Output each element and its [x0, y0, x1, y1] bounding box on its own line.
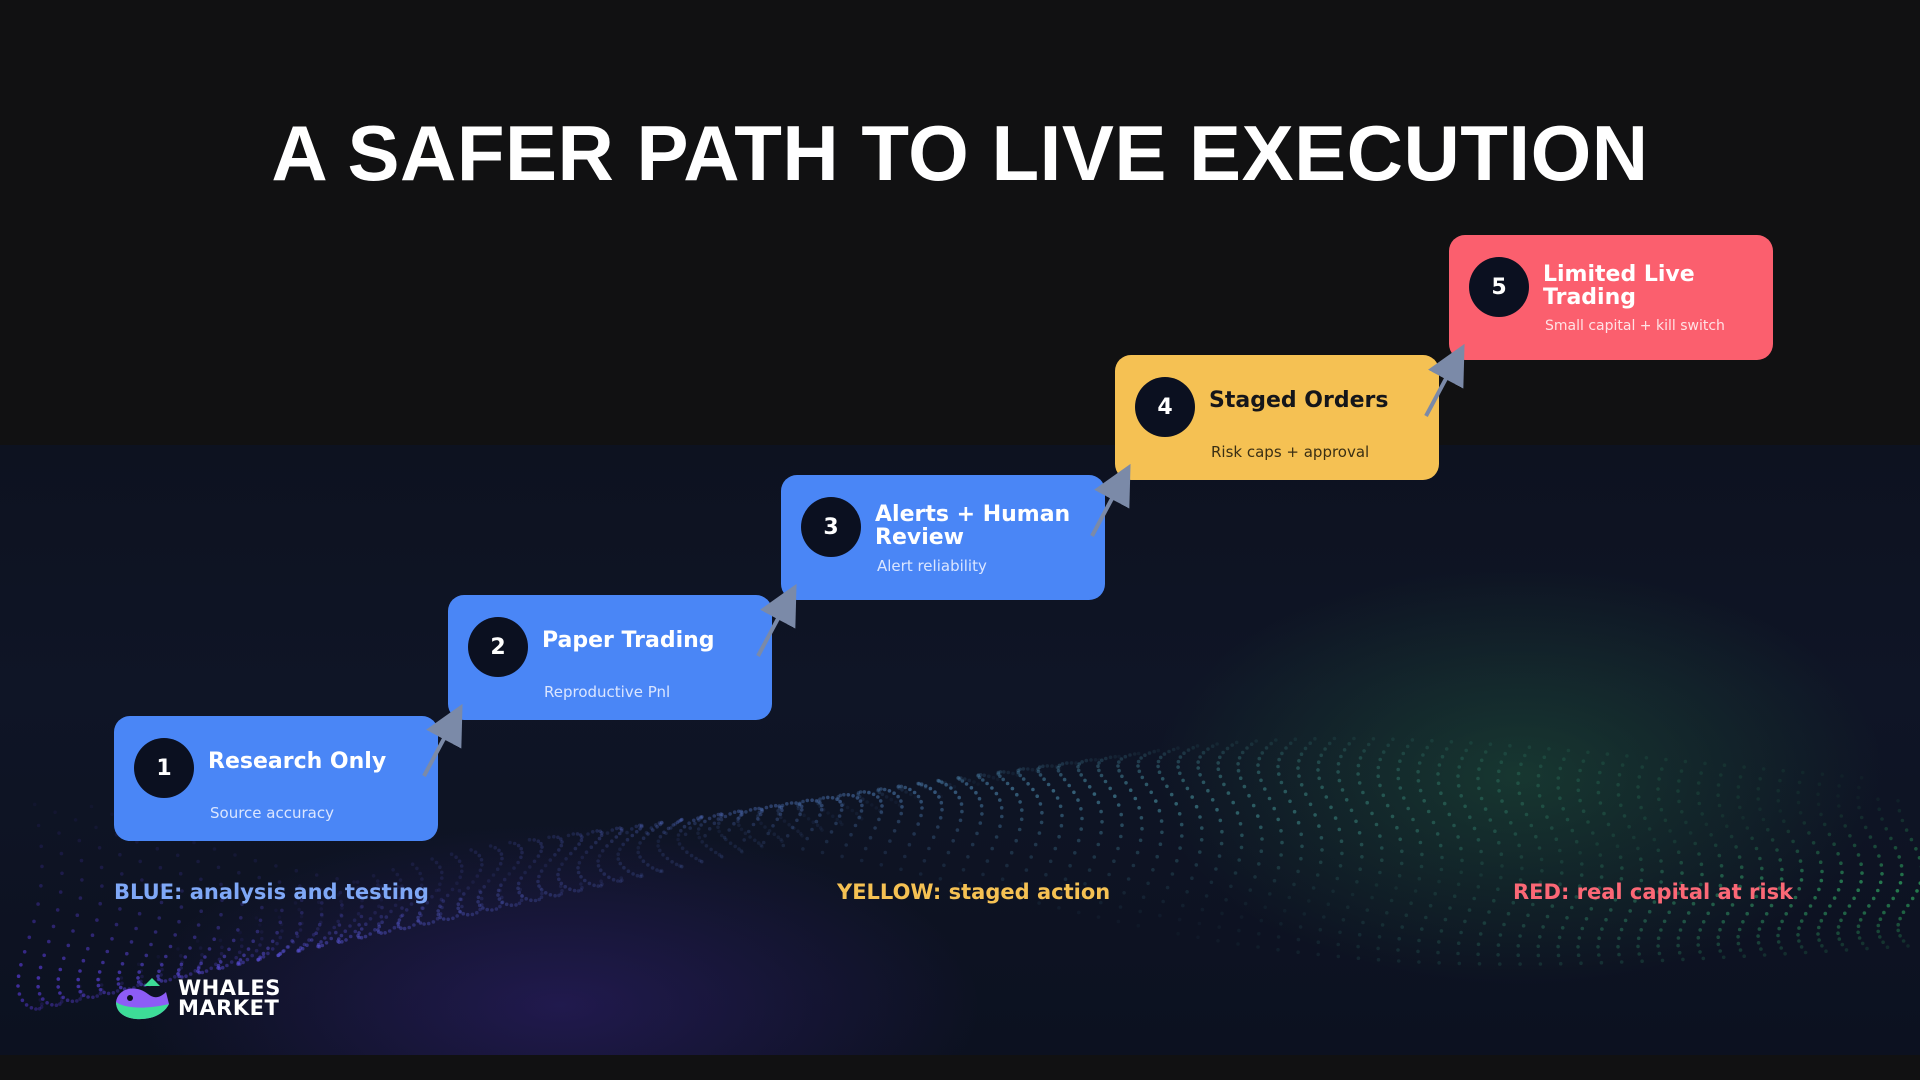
- logo: WHALES MARKET: [114, 974, 284, 1024]
- arrow-3-to-4: [1090, 463, 1131, 537]
- step-subtitle: Risk caps + approval: [1211, 443, 1370, 461]
- step-number-badge: 2: [468, 617, 528, 677]
- step-card-limited-live-trading: 5 Limited Live Trading Small capital + k…: [1449, 235, 1773, 360]
- step-card-paper-trading: 2 Paper Trading Reproductive Pnl: [448, 595, 772, 720]
- step-subtitle: Small capital + kill switch: [1545, 318, 1725, 334]
- arrow-2-to-3: [756, 583, 797, 657]
- step-card-alerts-human-review: 3 Alerts + Human Review Alert reliabilit…: [781, 475, 1105, 600]
- step-card-staged-orders: 4 Staged Orders Risk caps + approval: [1115, 355, 1439, 480]
- step-number-badge: 1: [134, 738, 194, 798]
- step-subtitle: Alert reliability: [877, 557, 987, 575]
- step-subtitle: Source accuracy: [210, 804, 334, 822]
- step-number-badge: 4: [1135, 377, 1195, 437]
- arrow-1-to-2: [422, 703, 463, 777]
- logo-wordmark: WHALES MARKET: [178, 976, 281, 1020]
- step-title: Alerts + Human Review: [875, 502, 1071, 550]
- step-title: Staged Orders: [1209, 388, 1389, 413]
- whale-icon: [116, 978, 169, 1020]
- legend-red: RED: real capital at risk: [1513, 880, 1794, 904]
- legend-yellow: YELLOW: staged action: [837, 880, 1111, 904]
- step-title: Paper Trading: [542, 628, 715, 653]
- page-title: A SAFER PATH TO LIVE EXECUTION: [271, 109, 1649, 197]
- arrow-4-to-5: [1424, 343, 1465, 417]
- logo-line-1: WHALES: [178, 976, 281, 1000]
- step-number-badge: 5: [1469, 257, 1529, 317]
- step-subtitle: Reproductive Pnl: [544, 683, 671, 701]
- legend-blue: BLUE: analysis and testing: [114, 880, 429, 904]
- logo-line-2: MARKET: [178, 996, 280, 1020]
- step-title: Limited Live Trading: [1543, 262, 1695, 310]
- step-card-research-only: 1 Research Only Source accuracy: [114, 716, 438, 841]
- step-title: Research Only: [208, 749, 387, 774]
- step-number-badge: 3: [801, 497, 861, 557]
